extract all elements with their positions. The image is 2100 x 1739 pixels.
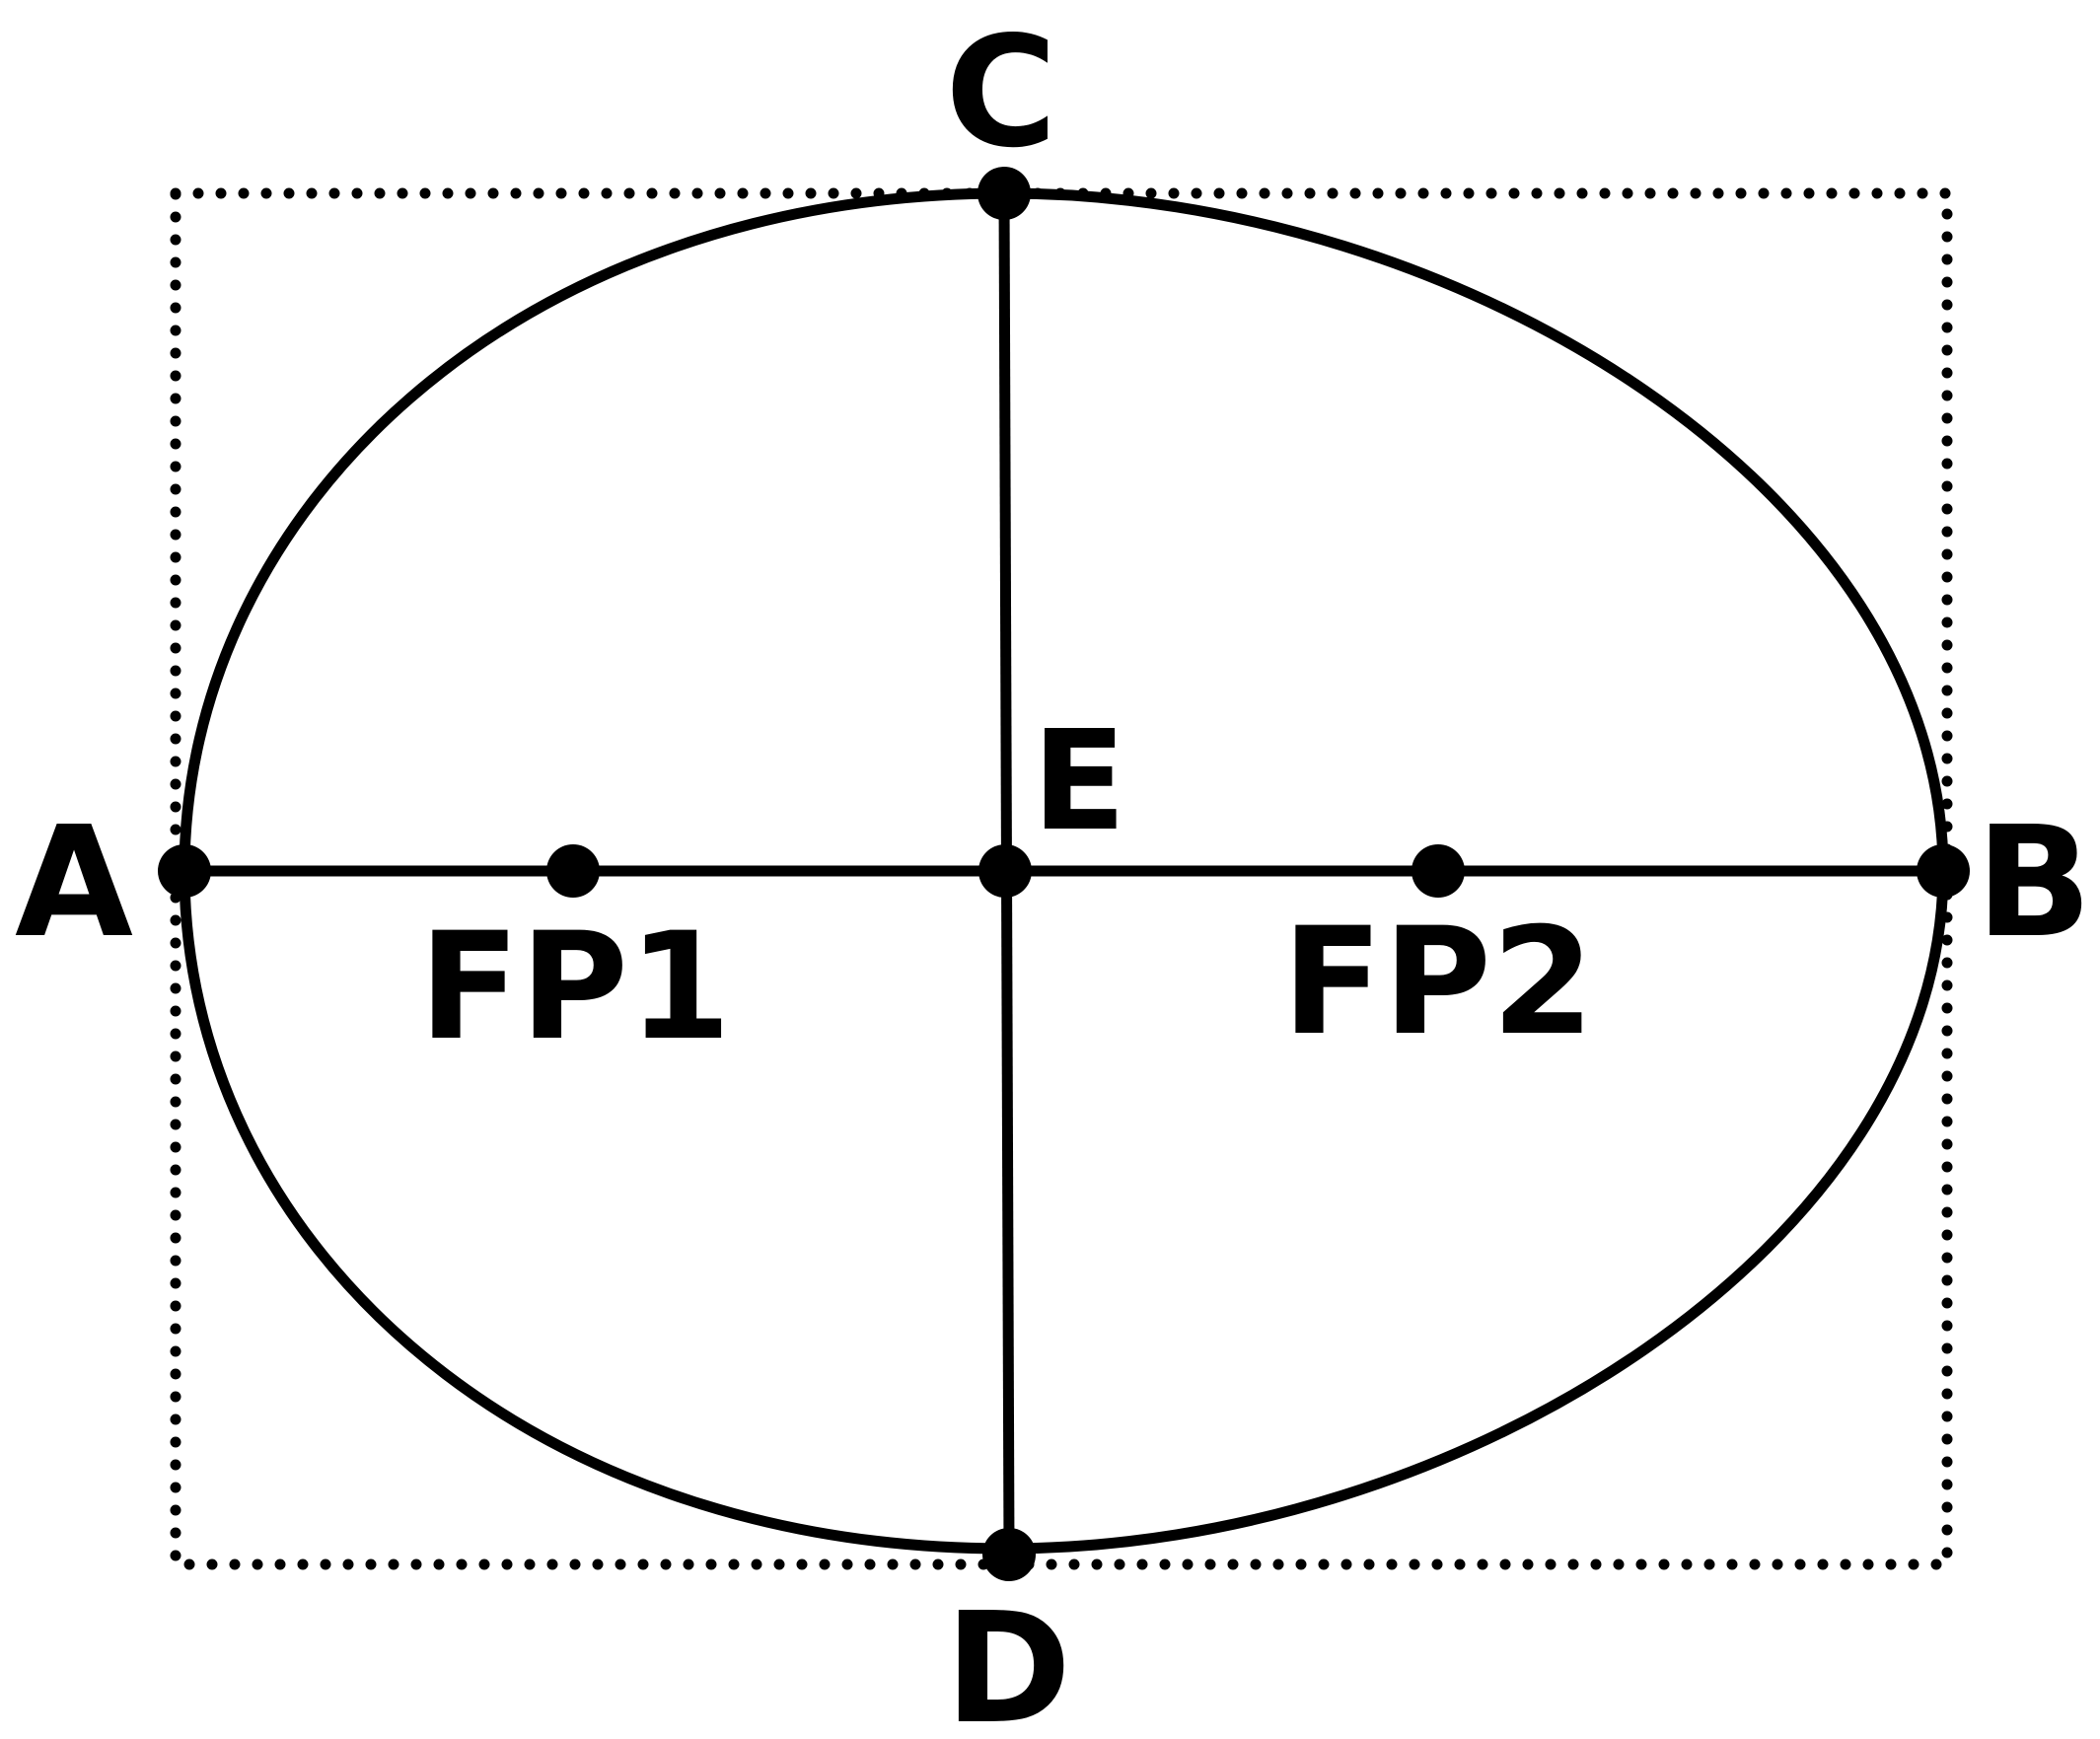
label-c: C [945, 3, 1057, 181]
point-b [1917, 844, 1970, 898]
point-fp2 [1412, 844, 1465, 898]
point-fp1 [546, 844, 600, 898]
point-d [982, 1528, 1036, 1581]
bounding-box [170, 187, 1953, 1570]
label-fp2: FP2 [1282, 897, 1595, 1068]
label-a: A [15, 793, 133, 972]
point-e [978, 844, 1032, 898]
label-d: D [945, 1579, 1072, 1734]
point-a [158, 844, 211, 898]
label-e: E [1032, 701, 1126, 862]
point-c [978, 167, 1031, 220]
label-b: B [1976, 793, 2092, 972]
label-fp1: FP1 [419, 902, 732, 1073]
